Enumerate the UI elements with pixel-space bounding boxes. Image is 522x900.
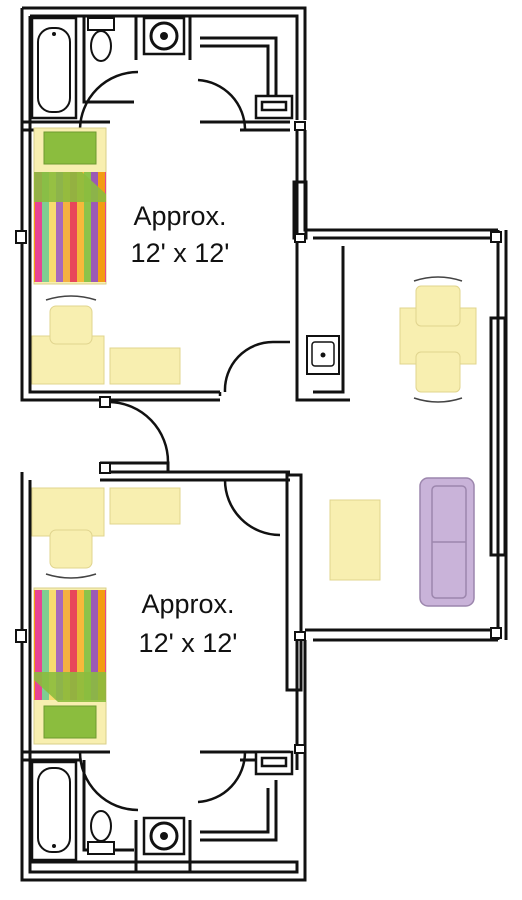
bathtub-icon-lower — [30, 760, 78, 862]
bed-icon-lower — [33, 587, 107, 745]
chair-icon — [45, 295, 97, 345]
wall-markers — [15, 121, 502, 754]
bathtub-icon — [30, 16, 78, 120]
room-label-upper-line1: Approx. — [133, 201, 226, 231]
sink-icon-lower — [142, 816, 186, 856]
vanity-icon — [254, 94, 294, 120]
vanity-icon-lower — [254, 750, 294, 776]
room-label-upper-line2: 12' x 12' — [131, 238, 230, 268]
chair-icon-lower — [45, 529, 97, 579]
coffee-table-icon — [329, 499, 381, 581]
room-label-lower-line2: 12' x 12' — [139, 628, 238, 658]
room-label-lower-line1: Approx. — [141, 589, 234, 619]
closet-sink-icon — [306, 335, 340, 375]
toilet-icon-lower — [87, 810, 115, 855]
sink-icon — [142, 16, 186, 56]
desk-icon-lower — [31, 487, 181, 537]
bed-icon — [33, 127, 107, 285]
room-label-lower: Approx. 12' x 12' — [139, 589, 238, 658]
sofa-icon — [419, 477, 475, 607]
doors — [78, 70, 290, 812]
room-label-upper: Approx. 12' x 12' — [131, 201, 230, 268]
dining-table-icon — [399, 276, 477, 403]
toilet-icon — [87, 17, 115, 62]
